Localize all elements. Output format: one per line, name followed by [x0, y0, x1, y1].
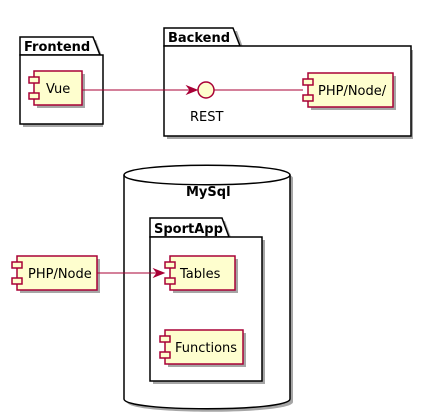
link-vue-to-rest — [82, 84, 199, 96]
component-functions[interactable]: Functions — [159, 329, 246, 367]
arrowhead-icon — [152, 267, 166, 279]
component-tables[interactable]: Tables — [164, 255, 238, 293]
package-title-frontend: Frontend — [24, 40, 90, 55]
package-title-sportapp: SportApp — [154, 222, 223, 237]
interface-label-rest: REST — [190, 110, 223, 125]
component-label-php-node-backend: PHP/Node/ — [318, 84, 387, 99]
component-label-functions: Functions — [175, 341, 237, 356]
arrowhead-icon — [185, 84, 199, 96]
package-title-backend: Backend — [168, 31, 230, 46]
component-php-node-backend[interactable]: PHP/Node/ — [302, 72, 396, 110]
component-label-php-node: PHP/Node — [28, 267, 92, 282]
link-php-node-to-tables — [97, 267, 166, 279]
component-label-tables: Tables — [179, 267, 221, 282]
component-label-vue: Vue — [46, 82, 70, 97]
database-title-mysql: MySql — [186, 185, 231, 200]
component-vue[interactable]: Vue — [28, 70, 85, 108]
component-php-node[interactable]: PHP/Node — [11, 255, 100, 293]
